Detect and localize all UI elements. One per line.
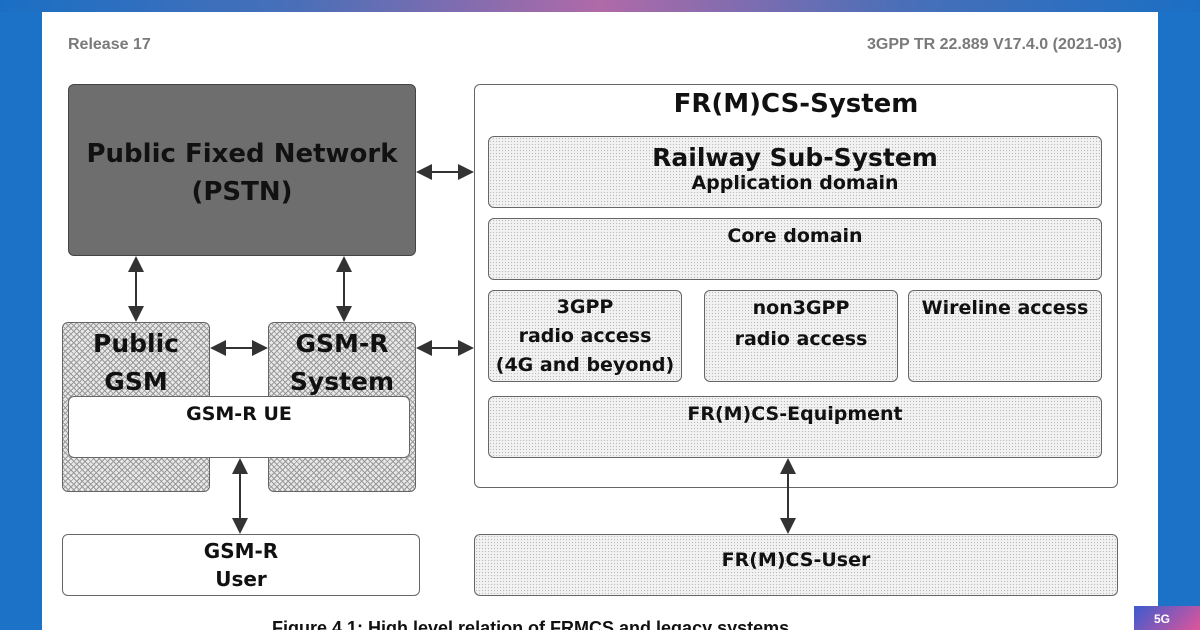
railway-title: Railway Sub-System xyxy=(652,143,938,172)
public-gsm-label-2: GSM xyxy=(104,367,168,396)
gsmr-system-label-2: System xyxy=(289,367,395,396)
3gpp-label-2: radio access xyxy=(518,325,652,347)
3gpp-label-3: (4G and beyond) xyxy=(495,354,675,376)
pstn-box: Public Fixed Network (PSTN) xyxy=(68,84,416,256)
frmcs-user-box: FR(M)CS-User xyxy=(474,534,1118,596)
gsmr-user-box: GSM-R User xyxy=(62,534,420,596)
5g-logo: 5G xyxy=(1134,606,1200,630)
public-gsm-label: Public xyxy=(93,329,179,358)
figure-caption: Figure 4.1: High level relation of FRMCS… xyxy=(272,618,790,630)
frmcs-system-title: FR(M)CS-System xyxy=(673,89,919,119)
non3gpp-access-box: non3GPP radio access xyxy=(704,290,898,382)
gsmr-ue-label: GSM-R UE xyxy=(186,403,292,425)
pstn-subtitle: (PSTN) xyxy=(191,177,293,207)
gsmr-system-label: GSM-R xyxy=(295,329,389,358)
gsmr-user-label: GSM-R xyxy=(203,539,279,563)
railway-subtitle: Application domain xyxy=(691,172,899,194)
core-domain-label: Core domain xyxy=(727,225,863,247)
3gpp-access-box: 3GPP radio access (4G and beyond) xyxy=(488,290,682,382)
railway-subsystem-box: Railway Sub-System Application domain xyxy=(488,136,1102,208)
core-domain-box: Core domain xyxy=(488,218,1102,280)
wireline-access-box: Wireline access xyxy=(908,290,1102,382)
3gpp-label: 3GPP xyxy=(556,296,614,318)
non3gpp-label: non3GPP xyxy=(752,297,850,319)
document-page: Release 17 3GPP TR 22.889 V17.4.0 (2021-… xyxy=(42,12,1158,630)
frmcs-equipment-box: FR(M)CS-Equipment xyxy=(488,396,1102,458)
pstn-title: Public Fixed Network xyxy=(86,139,398,169)
release-label: Release 17 xyxy=(68,36,151,53)
document-id: 3GPP TR 22.889 V17.4.0 (2021-03) xyxy=(867,36,1122,53)
frmcs-user-label: FR(M)CS-User xyxy=(721,549,871,571)
gsmr-user-label-2: User xyxy=(215,567,267,591)
wireline-label: Wireline access xyxy=(921,297,1089,319)
non3gpp-label-2: radio access xyxy=(734,328,868,350)
gsmr-ue-box: GSM-R UE xyxy=(68,396,410,458)
frmcs-equipment-label: FR(M)CS-Equipment xyxy=(687,403,903,425)
